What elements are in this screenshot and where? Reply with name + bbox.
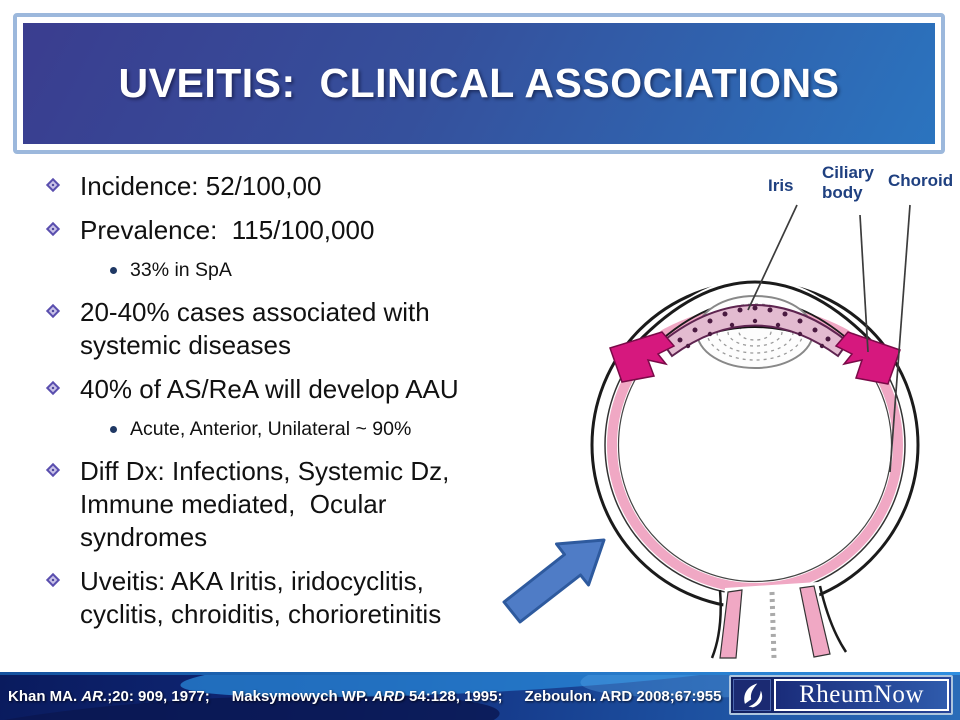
slide-title: UVEITIS: CLINICAL ASSOCIATIONS [118,60,840,106]
bullet-list: Incidence: 52/100,00 Prevalence: 115/100… [45,170,561,642]
sub-bullet-item: 33% in SpA [110,258,561,283]
bullet-text: Diff Dx: Infections, Systemic Dz, Immune… [80,456,450,552]
eye-diagram [590,204,920,660]
citation: Khan MA. AR.;20: 909, 1977; [8,687,210,705]
footer-bar: Khan MA. AR.;20: 909, 1977; Maksymowych … [0,672,960,720]
rheumnow-logo: RheumNow [729,675,953,715]
bullet-text: 20-40% cases associated with systemic di… [80,297,430,360]
title-frame: UVEITIS: CLINICAL ASSOCIATIONS [13,13,945,154]
bullet-item: 40% of AS/ReA will develop AAU [45,373,561,406]
bullet-text: Prevalence: 115/100,000 [80,215,375,245]
rheumnow-joint-icon [733,679,771,711]
choroid-pointer-line [889,204,911,473]
bullet-text: 40% of AS/ReA will develop AAU [80,374,459,404]
title-banner: UVEITIS: CLINICAL ASSOCIATIONS [23,23,935,144]
bullet-item: Uveitis: AKA Iritis, iridocyclitis, cycl… [45,565,561,631]
ciliary-pointer-line [859,214,869,353]
dot-bullet-icon [110,267,117,274]
footer-accent-line [0,672,960,675]
bullet-text: Uveitis: AKA Iritis, iridocyclitis, cycl… [80,566,442,629]
diamond-bullet-icon [45,380,61,396]
iris-pointer-line [747,204,798,311]
citation: Zeboulon. ARD 2008;67:955 [524,687,722,705]
iris-label: Iris [768,176,794,195]
bullet-text: 33% in SpA [130,259,232,281]
choroid-label: Choroid [888,171,954,190]
diamond-bullet-icon [45,572,61,588]
bullet-item: 20-40% cases associated with systemic di… [45,296,561,362]
dot-bullet-icon [110,426,117,433]
diamond-bullet-icon [45,177,61,193]
ciliary-body-label: Ciliary body [822,163,874,203]
diamond-bullet-icon [45,303,61,319]
bullet-text: Acute, Anterior, Unilateral ~ 90% [130,418,412,440]
pointer-arrow-icon [502,538,606,624]
citations: Khan MA. AR.;20: 909, 1977; Maksymowych … [8,672,721,720]
bullet-item: Prevalence: 115/100,000 [45,214,561,247]
bullet-text: Incidence: 52/100,00 [80,171,322,201]
rheumnow-logo-text-box: RheumNow [774,679,949,711]
diamond-bullet-icon [45,462,61,478]
bullet-item: Diff Dx: Infections, Systemic Dz, Immune… [45,455,561,554]
diamond-bullet-icon [45,221,61,237]
rheumnow-logo-text: RheumNow [799,681,924,708]
citation: Maksymowych WP. ARD 54:128, 1995; [231,687,503,705]
sub-bullet-item: Acute, Anterior, Unilateral ~ 90% [110,417,561,442]
bullet-item: Incidence: 52/100,00 [45,170,561,203]
